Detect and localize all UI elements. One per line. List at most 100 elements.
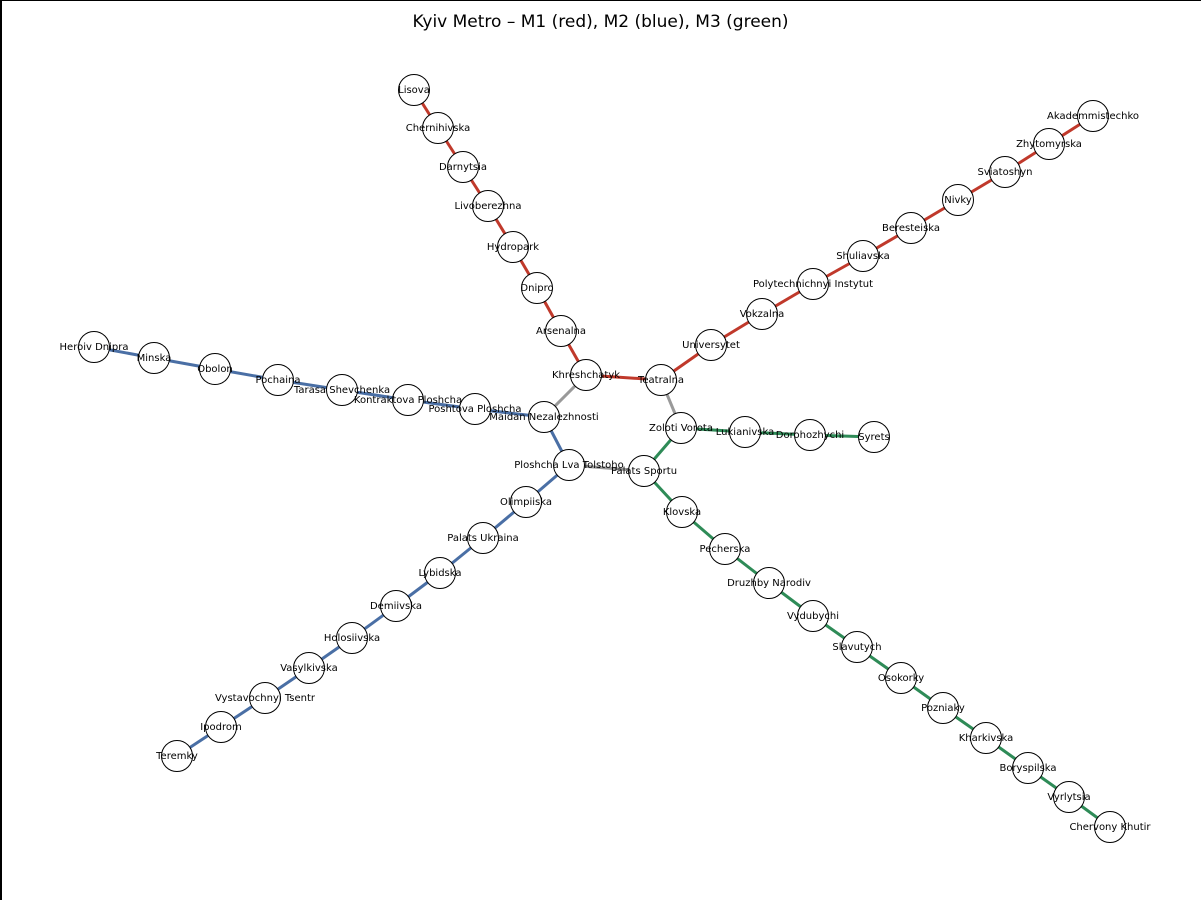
station-boryspilska[interactable]: Boryspilska (999, 752, 1057, 784)
station-druzhby-narodiv[interactable]: Druzhby Narodiv (727, 567, 811, 599)
station-marker[interactable] (1033, 128, 1065, 160)
station-kharkivska[interactable]: Kharkivska (959, 722, 1014, 754)
station-marker[interactable] (729, 416, 761, 448)
station-marker[interactable] (422, 112, 454, 144)
station-klovska[interactable]: Klovska (663, 496, 701, 528)
station-marker[interactable] (895, 212, 927, 244)
station-vasylkivska[interactable]: Vasylkivska (280, 652, 338, 684)
station-marker[interactable] (459, 393, 491, 425)
station-marker[interactable] (138, 342, 170, 374)
station-osokorky[interactable]: Osokorky (878, 662, 924, 694)
station-lukianivska[interactable]: Lukianivska (716, 416, 774, 448)
station-sviatoshyn[interactable]: Sviatoshyn (977, 156, 1033, 188)
station-marker[interactable] (467, 522, 499, 554)
station-marker[interactable] (753, 567, 785, 599)
station-marker[interactable] (392, 384, 424, 416)
station-holosiivska[interactable]: Holosiivska (324, 622, 380, 654)
station-minska[interactable]: Minska (137, 342, 172, 374)
station-marker[interactable] (666, 496, 698, 528)
station-teatralna[interactable]: Teatralna (637, 364, 684, 396)
station-vyrlytsia[interactable]: Vyrlytsia (1047, 781, 1091, 813)
station-marker[interactable] (336, 622, 368, 654)
station-olimpiiska[interactable]: Olimpiiska (500, 486, 552, 518)
station-marker[interactable] (1077, 100, 1109, 132)
station-zoloti-vorota[interactable]: Zoloti Vorota (649, 412, 713, 444)
station-marker[interactable] (695, 329, 727, 361)
station-vokzalna[interactable]: Vokzalna (740, 298, 785, 330)
station-hydropark[interactable]: Hydropark (487, 231, 539, 263)
station-marker[interactable] (847, 240, 879, 272)
station-marker[interactable] (78, 331, 110, 363)
station-akademmistechko[interactable]: Akademmistechko (1047, 100, 1139, 132)
station-marker[interactable] (794, 419, 826, 451)
station-syrets[interactable]: Syrets (858, 421, 890, 453)
station-polytechnichnyi-instytut[interactable]: Polytechnichnyi Instytut (753, 268, 873, 300)
station-kontraktova-ploshcha[interactable]: Kontraktova Ploshcha (354, 384, 462, 416)
station-pecherska[interactable]: Pecherska (700, 533, 751, 565)
station-marker[interactable] (510, 486, 542, 518)
station-marker[interactable] (628, 455, 660, 487)
station-marker[interactable] (858, 421, 890, 453)
station-nivky[interactable]: Nivky (942, 184, 974, 216)
station-slavutych[interactable]: Slavutych (832, 631, 882, 663)
station-marker[interactable] (797, 600, 829, 632)
station-marker[interactable] (293, 652, 325, 684)
station-marker[interactable] (262, 364, 294, 396)
station-marker[interactable] (380, 590, 412, 622)
station-dnipro[interactable]: Dnipro (520, 272, 554, 304)
station-maidan-nezalezhnosti[interactable]: Maidan Nezalezhnosti (489, 401, 599, 433)
station-marker[interactable] (553, 449, 585, 481)
station-pozniaky[interactable]: Pozniaky (921, 692, 965, 724)
station-vydubychi[interactable]: Vydubychi (787, 600, 839, 632)
station-shuliavska[interactable]: Shuliavska (836, 240, 890, 272)
station-marker[interactable] (521, 272, 553, 304)
station-marker[interactable] (424, 557, 456, 589)
station-marker[interactable] (545, 315, 577, 347)
station-marker[interactable] (472, 190, 504, 222)
station-beresteiska[interactable]: Beresteiska (882, 212, 940, 244)
station-pochaina[interactable]: Pochaina (256, 364, 301, 396)
station-marker[interactable] (161, 740, 193, 772)
station-marker[interactable] (989, 156, 1021, 188)
station-palats-ukraina[interactable]: Palats Ukraina (447, 522, 519, 554)
station-marker[interactable] (665, 412, 697, 444)
station-vystavochnyi-tsentr[interactable]: Vystavochnyi Tsentr (215, 682, 316, 714)
station-poshtova-ploshcha[interactable]: Poshtova Ploshcha (428, 393, 522, 425)
station-zhytomyrska[interactable]: Zhytomyrska (1016, 128, 1082, 160)
station-marker[interactable] (1053, 781, 1085, 813)
station-marker[interactable] (841, 631, 873, 663)
station-marker[interactable] (645, 364, 677, 396)
station-marker[interactable] (570, 359, 602, 391)
station-marker[interactable] (797, 268, 829, 300)
station-marker[interactable] (497, 231, 529, 263)
station-heroiv-dnipra[interactable]: Heroiv Dnipra (60, 331, 129, 363)
station-marker[interactable] (709, 533, 741, 565)
station-chervony-khutir[interactable]: Chervony Khutir (1069, 811, 1151, 843)
station-obolon[interactable]: Obolon (197, 353, 233, 385)
station-marker[interactable] (199, 353, 231, 385)
station-marker[interactable] (942, 184, 974, 216)
station-marker[interactable] (1094, 811, 1126, 843)
station-marker[interactable] (970, 722, 1002, 754)
station-dorohozhychi[interactable]: Dorohozhychi (776, 419, 844, 451)
station-khreshchatyk[interactable]: Khreshchatyk (552, 359, 620, 391)
station-marker[interactable] (528, 401, 560, 433)
station-marker[interactable] (927, 692, 959, 724)
station-marker[interactable] (1012, 752, 1044, 784)
station-marker[interactable] (398, 74, 430, 106)
station-marker[interactable] (885, 662, 917, 694)
station-marker[interactable] (746, 298, 778, 330)
station-darnytsia[interactable]: Darnytsia (439, 151, 487, 183)
station-palats-sportu[interactable]: Palats Sportu (611, 455, 677, 487)
station-teremky[interactable]: Teremky (155, 740, 198, 772)
station-marker[interactable] (447, 151, 479, 183)
station-arsenalna[interactable]: Arsenalna (536, 315, 586, 347)
station-lybidska[interactable]: Lybidska (419, 557, 462, 589)
station-marker[interactable] (249, 682, 281, 714)
station-ploshcha-lva-tolstoho[interactable]: Ploshcha Lva Tolstoho (514, 449, 624, 481)
station-livoberezhna[interactable]: Livoberezhna (455, 190, 522, 222)
station-ipodrom[interactable]: Ipodrom (200, 711, 242, 743)
station-tarasa-shevchenka[interactable]: Tarasa Shevchenka (293, 374, 390, 406)
station-marker[interactable] (326, 374, 358, 406)
station-chernihivska[interactable]: Chernihivska (406, 112, 471, 144)
